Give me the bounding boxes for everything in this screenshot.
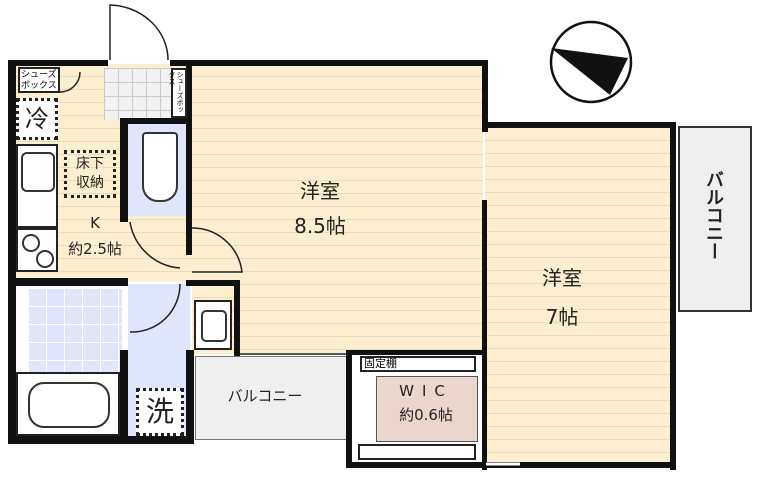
room-label-kitchen: K 約2.5帖 xyxy=(68,214,122,258)
bathtub xyxy=(16,372,120,436)
wall xyxy=(120,350,128,440)
wall xyxy=(186,350,194,440)
room-label-wic: WIC 約0.6帖 xyxy=(399,382,453,424)
wall xyxy=(670,122,676,470)
wall xyxy=(120,118,190,124)
wall xyxy=(186,280,238,286)
wall xyxy=(234,280,240,356)
room-label-western-2: 洋室 7帖 xyxy=(542,266,582,329)
wall xyxy=(186,225,192,255)
wall xyxy=(482,122,676,128)
wall xyxy=(186,60,192,225)
western-room-1 xyxy=(192,64,483,354)
wall xyxy=(8,60,108,66)
wall xyxy=(170,60,486,66)
toilet-icon xyxy=(142,132,178,202)
burner-icon xyxy=(36,250,54,268)
wall xyxy=(120,122,128,222)
washbasin xyxy=(194,300,232,350)
stove xyxy=(16,228,58,272)
fridge: 冷 xyxy=(16,98,58,140)
balcony-right xyxy=(678,126,752,312)
wall xyxy=(346,350,352,468)
room-label-western-1: 洋室 8.5帖 xyxy=(294,179,346,238)
entrance-tiles xyxy=(104,68,172,120)
wall xyxy=(482,200,487,470)
wic-shelf xyxy=(358,444,476,460)
tub-basin xyxy=(28,382,110,428)
wall xyxy=(8,436,194,444)
washer-space: 洗 xyxy=(136,388,184,436)
bath-floor xyxy=(28,288,122,372)
basin-bowl xyxy=(201,310,227,342)
wic-room xyxy=(376,376,478,442)
wall xyxy=(482,60,488,132)
sink-basin xyxy=(21,152,55,192)
shoe-box-right: シューズボックス xyxy=(168,68,187,118)
wall xyxy=(8,60,16,444)
balcony-bottom-label: バルコニー xyxy=(227,387,303,405)
underfloor-storage: 床下収納 xyxy=(64,150,116,198)
sink xyxy=(16,144,58,228)
shoe-box-left: シューズボックス xyxy=(18,67,60,93)
burner-icon xyxy=(22,234,40,252)
fixed-shelf: 固定棚 xyxy=(360,356,476,372)
western-room-2 xyxy=(485,128,672,466)
balcony-right-label: バルコニー xyxy=(703,170,724,260)
wall xyxy=(346,350,486,355)
wall xyxy=(8,278,128,286)
